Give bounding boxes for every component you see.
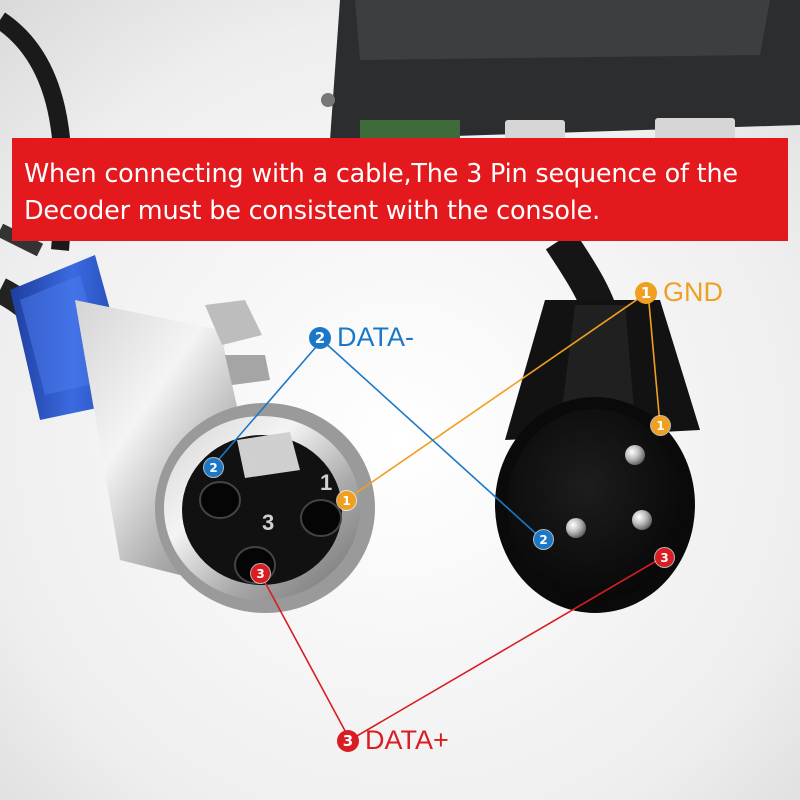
male-pin-1 — [625, 445, 645, 465]
female-pin-1-badge: 1 — [337, 491, 356, 510]
gnd-text: GND — [663, 277, 723, 307]
female-pin-3-badge: 3 — [251, 564, 270, 583]
female-xlr-connector: 2 1 3 — [10, 255, 375, 613]
male-xlr-connector — [495, 300, 700, 613]
data-minus-label: 2 DATA- — [309, 322, 414, 353]
data-minus-text: DATA- — [337, 322, 414, 352]
engraved-number-1: 1 — [320, 470, 332, 495]
male-pin-1-badge: 1 — [651, 416, 670, 435]
male-pin-2 — [566, 518, 586, 538]
instruction-banner: When connecting with a cable,The 3 Pin s… — [12, 138, 788, 241]
data-minus-lines — [212, 339, 544, 541]
banner-line-2: Decoder must be consistent with the cons… — [24, 196, 601, 226]
male-pin-2-badge: 2 — [534, 530, 553, 549]
data-minus-number-badge: 2 — [309, 326, 331, 349]
gnd-lines — [345, 291, 661, 501]
data-plus-text: DATA+ — [365, 725, 449, 755]
female-pin-2-badge: 2 — [204, 458, 223, 477]
decoder-box — [321, 0, 800, 145]
data-plus-number-badge: 3 — [337, 729, 359, 752]
male-pin-3 — [632, 510, 652, 530]
gnd-number-badge: 1 — [635, 281, 657, 304]
data-plus-label: 3 DATA+ — [337, 725, 449, 756]
male-pin-3-badge: 3 — [655, 548, 674, 567]
data-plus-lines — [259, 556, 664, 741]
banner-line-1: When connecting with a cable,The 3 Pin s… — [24, 159, 738, 189]
engraved-number-2: 2 — [245, 448, 257, 473]
gnd-label: 1 GND — [635, 277, 723, 308]
engraved-number-3: 3 — [262, 510, 274, 535]
